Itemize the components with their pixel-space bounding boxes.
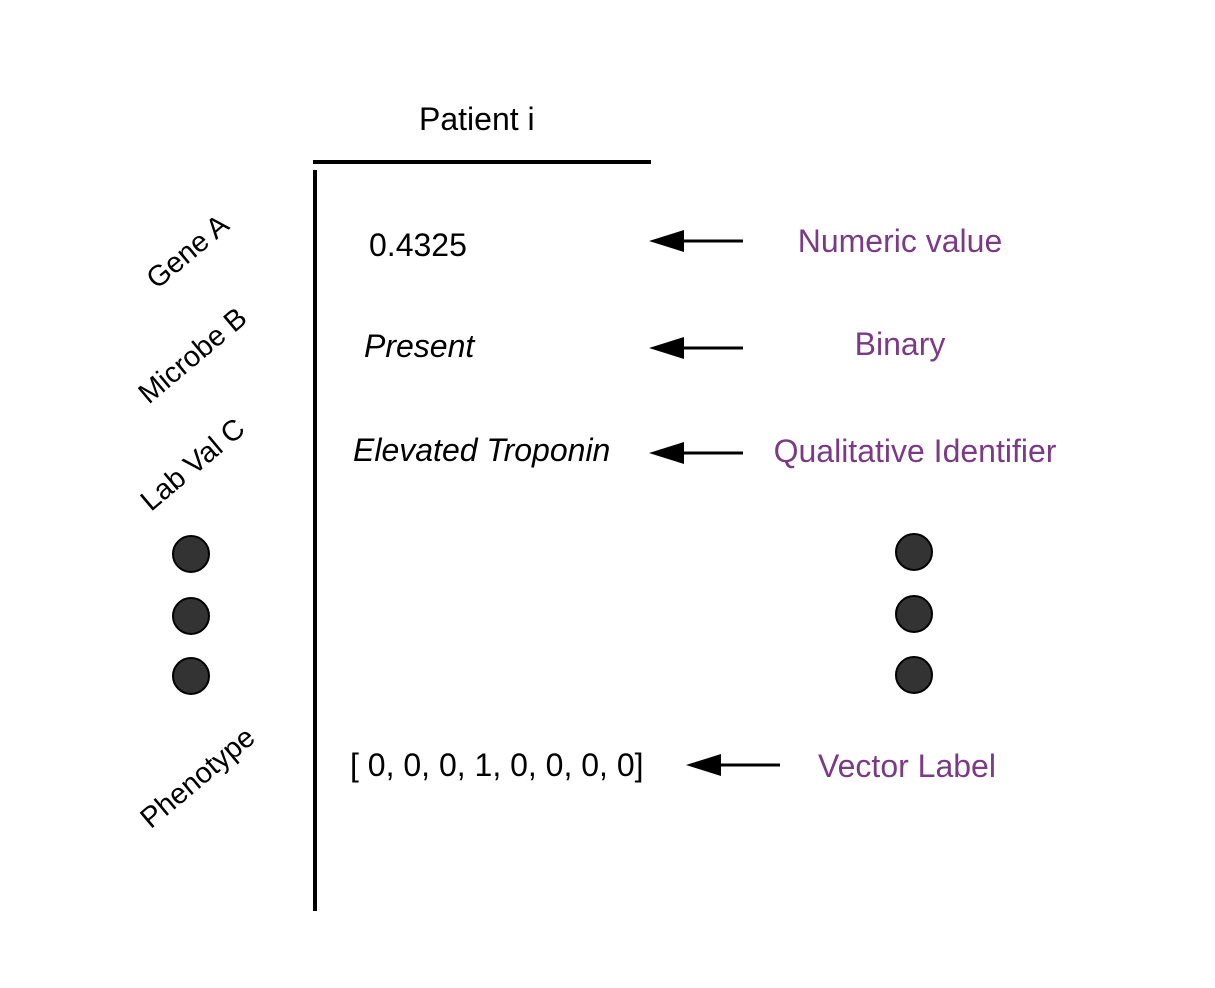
ellipsis-dot <box>895 595 933 633</box>
arrow-qualitative <box>649 442 743 464</box>
annotation-vector-label: Vector Label <box>818 748 996 784</box>
arrow-vector <box>686 754 780 776</box>
value-phenotype: [ 0, 0, 0, 1, 0, 0, 0, 0] <box>350 747 644 783</box>
value-microbe-b: Present <box>364 328 475 364</box>
header-rule <box>313 160 651 164</box>
annotation-binary: Binary <box>854 326 946 362</box>
annotation-numeric-value: Numeric value <box>797 223 1003 259</box>
row-label-phenotype: Phenotype <box>134 721 262 835</box>
annotation-qualitative-identifier: Qualitative Identifier <box>773 433 1057 469</box>
row-label-gene-a: Gene A <box>140 208 236 296</box>
row-label-microbe-b: Microbe B <box>132 301 254 411</box>
value-lab-val-c: Elevated Troponin <box>353 432 611 468</box>
vertical-axis-line <box>313 170 317 911</box>
arrow-numeric <box>649 230 743 252</box>
ellipsis-dot <box>172 535 210 573</box>
patient-header: Patient i <box>419 101 535 137</box>
arrow-binary <box>649 337 743 359</box>
value-gene-a: 0.4325 <box>369 227 467 263</box>
ellipsis-dot <box>895 656 933 694</box>
ellipsis-dot <box>172 657 210 695</box>
row-label-lab-val-c: Lab Val C <box>134 412 252 518</box>
ellipsis-dot <box>172 597 210 635</box>
ellipsis-dot <box>895 533 933 571</box>
